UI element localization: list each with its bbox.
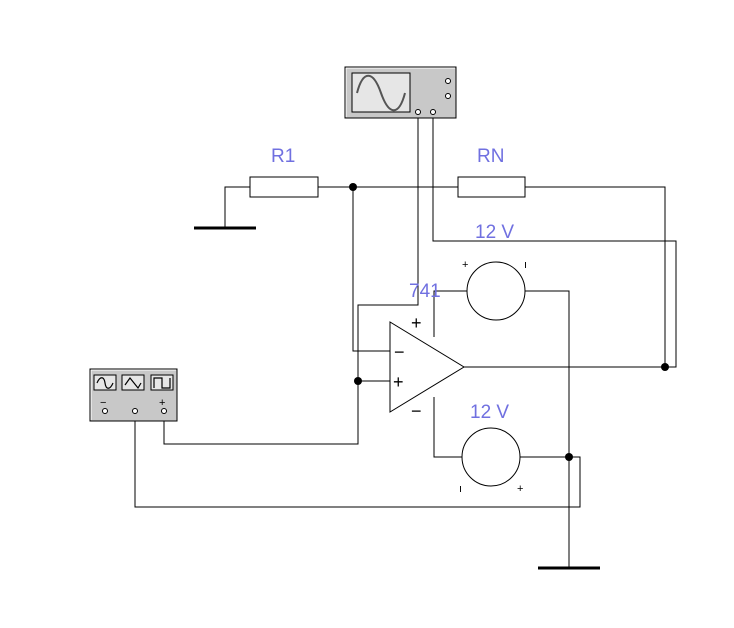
wire-generator-minus bbox=[134, 418, 581, 508]
sine-wave-icon bbox=[96, 377, 114, 389]
function-generator[interactable]: − + bbox=[89, 368, 178, 422]
junction-feedback-node bbox=[349, 183, 357, 191]
oscilloscope-icon bbox=[356, 74, 406, 112]
wire-vminus bbox=[433, 397, 463, 458]
square-wave-icon bbox=[153, 377, 171, 389]
resistor-rn[interactable]: RN bbox=[457, 146, 526, 198]
junction-noninverting-node bbox=[354, 377, 362, 385]
dc-source-icon bbox=[461, 427, 521, 487]
supply-bottom-minus: ı bbox=[459, 483, 462, 495]
wire-generator-plus bbox=[163, 381, 359, 445]
oscilloscope-terminal-b[interactable] bbox=[430, 109, 436, 115]
opamp-vplus-sign: + bbox=[411, 313, 422, 333]
generator-terminal-minus[interactable] bbox=[102, 408, 108, 414]
oscilloscope[interactable] bbox=[344, 66, 457, 119]
wire-rn-output bbox=[525, 186, 666, 367]
supply-top-plus: + bbox=[462, 259, 468, 271]
oscilloscope-knob-top bbox=[445, 78, 451, 84]
junctions bbox=[349, 183, 669, 461]
dc-source-icon bbox=[466, 261, 526, 321]
wire-scope-a bbox=[357, 115, 419, 381]
junction-output-node bbox=[661, 363, 669, 371]
oscilloscope-knob-mid bbox=[445, 93, 451, 99]
wire-feedback-inverting bbox=[352, 187, 390, 352]
generator-terminal-common[interactable] bbox=[132, 408, 138, 414]
supply-top-label: 12 V bbox=[475, 222, 514, 243]
opamp-741[interactable]: 741 − + + − bbox=[389, 281, 465, 421]
resistor-r1[interactable]: R1 bbox=[249, 146, 319, 198]
opamp-noninverting-sign: + bbox=[393, 372, 404, 392]
supply-bottom[interactable]: 12 V ı + bbox=[459, 402, 523, 495]
supply-bottom-plus: + bbox=[517, 483, 523, 495]
supply-top[interactable]: 12 V + ı bbox=[462, 222, 527, 321]
resistor-icon bbox=[457, 176, 526, 198]
supply-top-minus: ı bbox=[524, 259, 527, 271]
wires bbox=[134, 115, 677, 568]
wire-vplus bbox=[433, 290, 468, 337]
oscilloscope-terminal-a[interactable] bbox=[415, 109, 421, 115]
opamp-vminus-sign: − bbox=[411, 401, 422, 421]
resistor-r1-label: R1 bbox=[271, 146, 295, 167]
generator-terminal-plus[interactable] bbox=[161, 408, 167, 414]
wire-r1-ground bbox=[224, 186, 250, 228]
wire-supply-top-right bbox=[525, 290, 570, 457]
resistor-rn-label: RN bbox=[477, 146, 504, 167]
opamp-icon bbox=[389, 321, 465, 413]
wire-scope-b bbox=[432, 115, 677, 368]
resistor-icon bbox=[249, 176, 319, 198]
generator-minus-sign: − bbox=[100, 397, 106, 409]
generator-plus-sign: + bbox=[159, 397, 165, 409]
opamp-label: 741 bbox=[409, 281, 441, 302]
triangle-wave-icon bbox=[124, 377, 142, 390]
supply-bottom-label: 12 V bbox=[470, 402, 509, 423]
junction-ground-node bbox=[565, 453, 573, 461]
opamp-inverting-sign: − bbox=[394, 342, 405, 362]
